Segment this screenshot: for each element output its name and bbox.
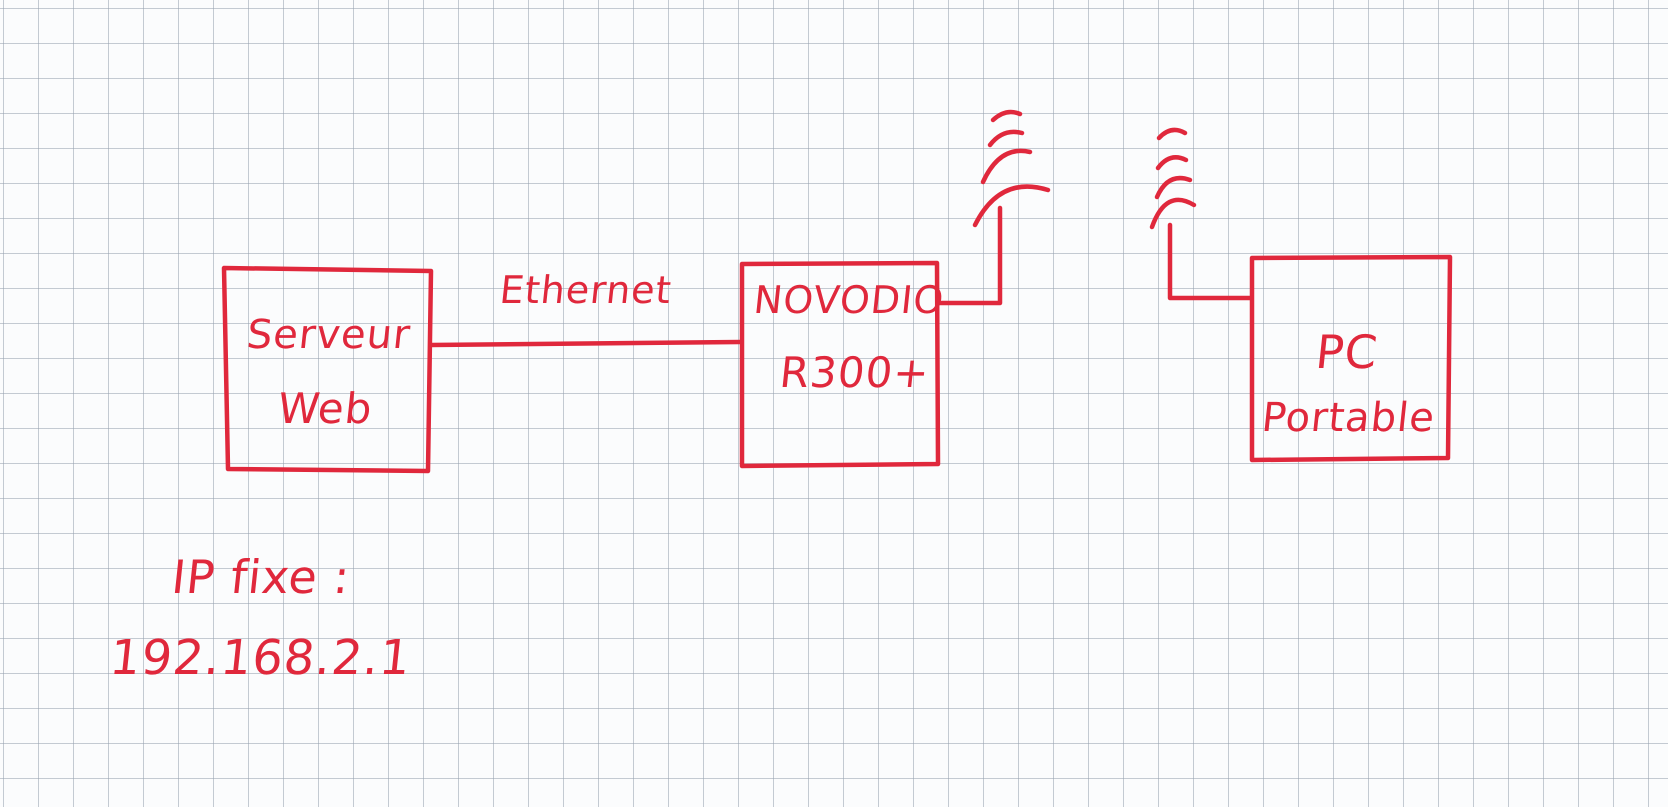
server-box — [221, 265, 434, 474]
wifi-antenna-icon — [972, 109, 1051, 228]
laptop-label-line1: PC — [1313, 325, 1381, 379]
laptop-box — [1249, 254, 1453, 463]
ip-label: IP fixe : — [169, 550, 353, 604]
ethernet-label: Ethernet — [497, 268, 675, 312]
server-label-line1: Serveur — [244, 312, 413, 358]
ethernet-link — [428, 339, 743, 348]
laptop-label-line2: Portable — [1259, 395, 1438, 441]
laptop-antenna-wire — [1167, 222, 1253, 301]
router-antenna-wire — [935, 205, 1003, 306]
server-label-line2: Web — [275, 384, 376, 433]
ip-address: 192.168.2.1 — [107, 630, 415, 686]
wifi-antenna-icon — [1149, 127, 1197, 230]
router-box — [739, 260, 941, 469]
router-label-line2: R300+ — [777, 348, 933, 397]
router-label-line1: NOVODIO — [751, 278, 947, 322]
